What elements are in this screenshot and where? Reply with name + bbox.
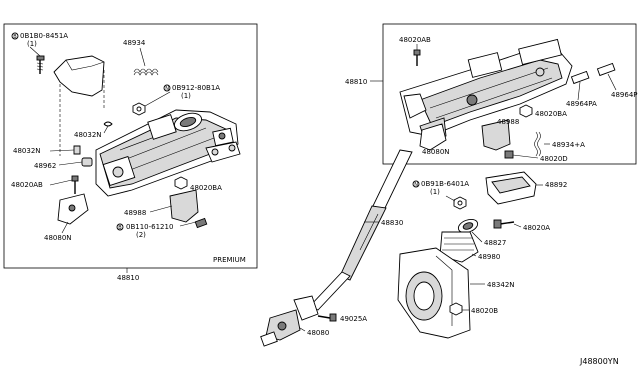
bracket-lower-right-icon (419, 123, 447, 151)
nut-b-icon (449, 302, 463, 316)
column-assembly-right (399, 38, 573, 145)
label-bolt-49025a: 49025A (340, 315, 367, 323)
right-panel-frame (382, 23, 637, 165)
label-bolt-bottom-left-qty: (2) (136, 231, 146, 239)
label-nut-right-left: 48020BA (190, 184, 222, 192)
bracket-right-icon (481, 119, 511, 151)
clamp-icon (457, 218, 479, 234)
clip-icon (103, 121, 113, 127)
hole-cover-icon (397, 247, 471, 339)
nut-top-left-icon: N (132, 84, 171, 116)
svg-text:B: B (13, 34, 17, 40)
diagram-code: J48800YN (579, 357, 619, 366)
upper-mount-bracket (53, 55, 105, 97)
nut-right-left-icon (174, 176, 188, 190)
label-retainer: 48032N (13, 147, 41, 155)
label-nut-c: 0B91B-6401A (421, 180, 469, 188)
nut-ba-right-icon (519, 104, 533, 118)
label-nut-a: 48020A (523, 224, 550, 232)
label-bracket-lower-right: 48080N (422, 148, 450, 156)
label-bolt-top-right: 48020AB (399, 36, 431, 44)
label-variant: PREMIUM (213, 256, 246, 264)
left-panel-frame (3, 23, 258, 269)
label-plate-p: 48964P (611, 91, 638, 99)
label-hole-cover: 48342N (487, 281, 515, 289)
label-nut-ba-right: 48020BA (535, 110, 567, 118)
label-nut-d: 48020D (540, 155, 568, 163)
label-cover-left: 48962 (34, 162, 56, 170)
plate-p-icon (596, 62, 616, 77)
label-bolt-lower-left: 48020AB (11, 181, 43, 189)
plate-pa-icon (570, 70, 590, 85)
label-assembly-left: 48810 (117, 274, 139, 282)
label-spring-right: 48934+A (552, 141, 585, 149)
label-bolt-top-left: 0B1B0-8451A (20, 32, 68, 40)
universal-joint-icon (260, 295, 319, 347)
svg-text:B: B (118, 225, 122, 231)
label-bracket-right-left: 48988 (124, 209, 146, 217)
label-assembly-right: 48810 (345, 78, 367, 86)
cover-icon (81, 157, 93, 167)
spring-right-icon (534, 131, 541, 157)
label-shaft: 48830 (381, 219, 403, 227)
label-bolt-top-left-qty: (1) (27, 40, 37, 48)
label-bracket-right: 48988 (497, 118, 519, 126)
nut-a-icon (493, 219, 515, 229)
label-nut-top-left: 0B912-80B1A (172, 84, 220, 92)
label-boot: 48980 (478, 253, 500, 261)
label-bolt-bottom-left: 0B110-61210 (126, 223, 173, 231)
nut-c-icon: N (412, 180, 467, 210)
spring-icon (133, 68, 159, 76)
bolt-bottom-left-icon: B (116, 217, 208, 231)
nut-d-icon (504, 150, 514, 159)
label-spring-left: 48934 (123, 39, 146, 47)
label-bracket-lower-left: 48080N (44, 234, 72, 242)
svg-text:N: N (165, 86, 169, 92)
bolt-49025a-icon (317, 313, 337, 322)
label-plate-pa: 48964PA (566, 100, 597, 108)
intermediate-shaft (309, 149, 413, 311)
bolt-top-right-icon (413, 49, 421, 66)
svg-text:N: N (414, 182, 418, 188)
label-cover-right: 48892 (545, 181, 567, 189)
column-assembly-left (95, 109, 241, 197)
label-nut-b: 48020B (471, 307, 498, 315)
label-nut-c-qty: (1) (430, 188, 440, 196)
bolt-top-left-icon: B (11, 32, 45, 74)
label-joint: 48080 (307, 329, 329, 337)
label-clamp: 48827 (484, 239, 506, 247)
cover-48892-icon (485, 171, 537, 205)
bracket-right-left-icon (169, 189, 199, 223)
bolt-lower-left-icon (71, 175, 79, 194)
label-nut-top-left-qty: (1) (181, 92, 191, 100)
label-clip: 48032N (74, 131, 102, 139)
retainer-icon (73, 145, 81, 155)
